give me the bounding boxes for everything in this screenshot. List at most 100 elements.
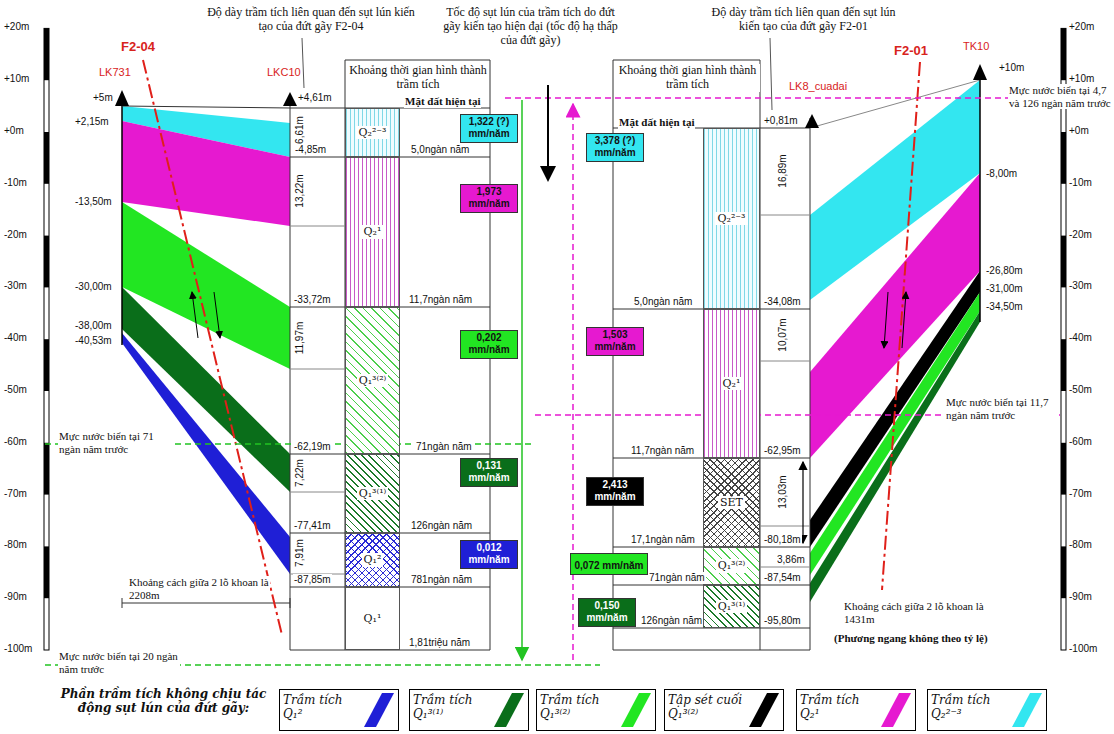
strata-symbol: Q₁³⁽¹⁾ (716, 600, 748, 613)
column-header: Khoảng thời gian hình thành trầm tích (347, 64, 489, 92)
ground-label: Mặt đất hiện tại (618, 116, 695, 129)
axis-label: -30m (3, 280, 28, 292)
axis-label: -70m (1068, 488, 1093, 500)
thickness-label: 10,07m (777, 317, 789, 352)
strata-cell: Q₂²⁻³ (345, 108, 400, 157)
strata-symbol: Q₂¹ (721, 377, 743, 390)
axis-label: -20m (3, 229, 28, 241)
depth-label: -87,54m (763, 572, 802, 584)
legend-text: Trầm tích Q₂¹ (800, 693, 876, 722)
depth-label: -95,80m (763, 615, 802, 627)
thickness-label: 7,91m (294, 538, 306, 568)
rate-box: 2,413 mm/năm (586, 477, 644, 506)
elevation-label: -38,00m (74, 320, 113, 332)
section-lines (122, 38, 980, 650)
rate-value: 1,973 mm/năm (463, 186, 515, 210)
fault-name: F2-01 (893, 44, 929, 59)
rate-value: 1,322 (?) mm/năm (463, 116, 515, 140)
age-label: 781ngàn năm (410, 574, 473, 586)
strata-symbol: Q₂²⁻³ (715, 212, 747, 225)
rate-value: 1,503 mm/năm (589, 329, 641, 353)
ground-label: Mặt đất hiện tại (404, 95, 481, 108)
sea-level-note: Mực nước biển tại 11,7 ngàn năm trước (945, 396, 1059, 421)
axis-label: -40m (1068, 332, 1093, 344)
faults (143, 60, 920, 635)
axis-label: +20m (3, 21, 30, 33)
axis-label: -100m (3, 643, 33, 655)
axis-label: -60m (3, 436, 28, 448)
strata-symbol: Q₁² (362, 553, 384, 566)
sea-level-note: Mực nước biển tại 4,7 và 126 ngàn năm tr… (1008, 84, 1112, 109)
depth-label: -33,72m (293, 294, 332, 306)
scale-note: (Phương ngang không theo tỷ lệ) (833, 632, 989, 645)
axis-label: -60m (1068, 436, 1093, 448)
borehole-name: LK731 (98, 66, 132, 79)
axis-label: -90m (3, 591, 28, 603)
column-header: Khoảng thời gian hình thành trầm tích (615, 64, 760, 92)
rate-box: 1,503 mm/năm (586, 327, 644, 356)
legend-swatch (494, 693, 524, 727)
age-label: 71ngàn năm (648, 572, 706, 584)
legend-item: Trầm tích Q₁³⁽¹⁾ (409, 689, 529, 731)
elevation-label: +5m (92, 92, 114, 104)
thickness-label: 13,03m (777, 474, 789, 509)
age-label: 1,81triệu năm (408, 637, 471, 649)
legend-swatch (621, 693, 651, 727)
distance-note: Khoảng cách giữa 2 lỗ khoan là 1431m (843, 600, 995, 625)
rate-value: 0,131 mm/năm (463, 460, 515, 484)
strata-symbol: Q₁³⁽¹⁾ (357, 487, 389, 500)
elevation-label: +10m (998, 62, 1025, 74)
thickness-label: 3,86m (776, 554, 806, 566)
thickness-label: 16,89m (777, 153, 789, 188)
rate-box: 0,131 mm/năm (460, 458, 518, 487)
thickness-label: 11,97m (294, 321, 306, 356)
borehole-name: TK10 (962, 40, 990, 53)
depth-label: -87,85m (293, 574, 332, 586)
legend-swatch (364, 693, 394, 727)
axis-label: +0m (3, 125, 25, 137)
legend-swatch (1012, 693, 1042, 727)
legend-text: Trầm tích Q₁² (283, 693, 359, 722)
depth-label: -62,95m (763, 445, 802, 457)
legend-item: Trầm tích Q₁³⁽²⁾ (536, 689, 656, 731)
legend-item: Trầm tích Q₁² (279, 689, 399, 731)
borehole-markers (115, 64, 987, 128)
elevation-label: -13,50m (74, 196, 113, 208)
strata-symbol: Q₁³⁽²⁾ (716, 559, 748, 572)
age-label: 71ngàn năm (415, 441, 473, 453)
axis-label: +10m (1068, 73, 1095, 85)
age-label: 11,7ngàn năm (630, 445, 695, 457)
axis-label: +0m (1068, 125, 1090, 137)
axis-label: -20m (1068, 229, 1093, 241)
strata-symbol: Q₁¹ (362, 612, 384, 625)
age-label: 5,0ngàn năm (633, 296, 693, 308)
rate-box: 0,012 mm/năm (460, 540, 518, 569)
rate-value: 3,378 (?) mm/năm (589, 135, 641, 159)
legend-text: Trầm tích Q₂²⁻³ (931, 693, 1007, 722)
thickness-label: 13,22m (294, 173, 306, 208)
depth-label: -34,08m (763, 296, 802, 308)
axis-label: -80m (1068, 539, 1093, 551)
header-note: Độ dày trầm tích liên quan đến sụt lún k… (705, 6, 902, 34)
strata-symbol: Q₂¹ (362, 225, 384, 238)
legend-text: Tập sét cuối Q₁³⁽²⁾ (668, 693, 744, 722)
strata-symbol: SÉT (718, 496, 745, 509)
strata-cell: Q₁³⁽¹⁾ (345, 454, 400, 533)
sea-level-lines (45, 85, 1060, 665)
depth-ruler (44, 28, 1066, 650)
header-note: Độ dày trầm tích liên quan đến sụt lún k… (200, 6, 422, 34)
depth-label: -77,41m (293, 520, 332, 532)
rate-box: 0,150 mm/năm (578, 598, 636, 627)
strata-cell: Q₂²⁻³ (703, 128, 760, 309)
axis-label: -50m (3, 384, 28, 396)
strata-cell: Q₁³⁽²⁾ (703, 547, 760, 585)
strata-cell: SÉT (703, 458, 760, 547)
strata-cell: Q₁² (345, 533, 400, 587)
axis-label: -30m (1068, 280, 1093, 292)
axis-label: -10m (1068, 177, 1093, 189)
distance-note: Khoảng cách giữa 2 lỗ khoan là 2208m (128, 576, 270, 601)
axis-label: -80m (3, 539, 28, 551)
legend-text: Trầm tích Q₁³⁽²⁾ (540, 693, 616, 722)
axis-label: -100m (1068, 643, 1098, 655)
